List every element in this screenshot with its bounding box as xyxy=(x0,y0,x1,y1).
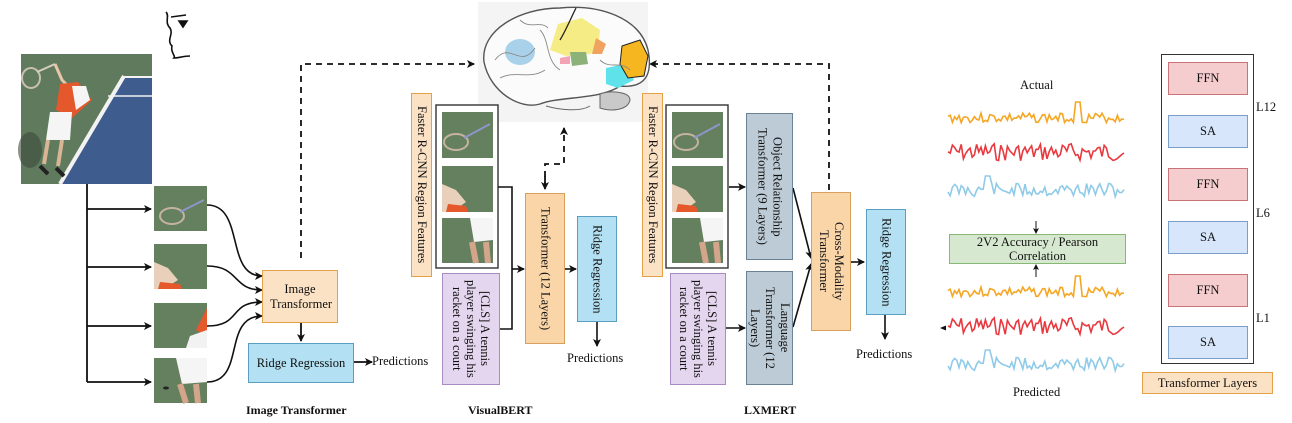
ffn-block-l12: FFN xyxy=(1168,62,1248,95)
image-transformer-predictions-label: Predictions xyxy=(372,354,429,368)
image-transformer-panel-title: Image Transformer xyxy=(246,403,347,417)
region-features-text: Faster R-CNN Region Features xyxy=(646,106,660,264)
sa-block-l12: SA xyxy=(1168,115,1248,148)
ffn-block-l1: FFN xyxy=(1168,274,1248,307)
ridge-regression-text: Ridge Regression xyxy=(590,224,605,314)
layer-label-l12: L12 xyxy=(1256,100,1277,114)
ridge-regression-text: Ridge Regression xyxy=(879,217,894,307)
transformer-layers-frame xyxy=(1161,54,1254,364)
layer-label-l6: L6 xyxy=(1256,206,1270,220)
lxmert-language-transformer-box: Language Transformer (12 Layers) xyxy=(746,271,793,385)
visualbert-predictions-label: Predictions xyxy=(567,351,624,365)
metric-box: 2V2 Accuracy / Pearson Correlation xyxy=(949,234,1126,264)
ffn-text: FFN xyxy=(1196,71,1220,85)
caption-text: [CLS] A tennis player swinging his racke… xyxy=(450,280,492,378)
signal-input-arrow-icon xyxy=(940,325,946,331)
lxmert-predictions-label: Predictions xyxy=(856,347,913,361)
image-crop-2 xyxy=(154,244,207,289)
sa-text: SA xyxy=(1200,124,1216,138)
crop-to-transformer-curves xyxy=(206,204,263,383)
lxmert-ridge-regression-box: Ridge Regression xyxy=(866,209,906,315)
observer-face-icon xyxy=(165,11,191,59)
signal-traces xyxy=(947,101,1125,374)
ffn-text: FFN xyxy=(1196,283,1220,297)
image-crop-4 xyxy=(154,358,207,404)
predicted-signal-1 xyxy=(947,275,1125,299)
predicted-signal-2 xyxy=(947,315,1125,338)
actual-signal-1 xyxy=(947,101,1125,125)
lxmert-object-transformer-box: Object Relationship Transformer (9 Layer… xyxy=(746,113,793,260)
actual-signals-label: Actual xyxy=(1020,78,1054,92)
visualbert-transformer-box: Transformer (12 Layers) xyxy=(525,193,565,344)
actual-signal-3 xyxy=(947,175,1125,200)
sa-block-l6: SA xyxy=(1168,221,1248,254)
visualbert-caption-box: [CLS] A tennis player swinging his racke… xyxy=(442,273,500,385)
language-transformer-text: Language Transformer (12 Layers) xyxy=(748,287,792,369)
image-transformer-box-label: Image Transformer xyxy=(270,281,333,311)
sa-text: SA xyxy=(1200,335,1216,349)
visualbert-region-features-label: Faster R-CNN Region Features xyxy=(411,93,432,277)
ffn-text: FFN xyxy=(1196,177,1220,191)
transformer-layers-caption: Transformer Layers xyxy=(1142,372,1273,394)
image-crop-3 xyxy=(154,303,207,348)
brain-image xyxy=(478,2,650,122)
layer-label-l1: L1 xyxy=(1256,311,1270,325)
predicted-signal-3 xyxy=(947,349,1125,374)
image-transformer-ridge-regression-box: Ridge Regression xyxy=(248,343,354,383)
ridge-regression-label: Ridge Regression xyxy=(256,355,346,370)
metric-text: 2V2 Accuracy / Pearson Correlation xyxy=(976,235,1099,263)
sa-text: SA xyxy=(1200,230,1216,244)
lxmert-connectors xyxy=(726,183,889,340)
ffn-block-l6: FFN xyxy=(1168,168,1248,201)
sa-block-l1: SA xyxy=(1168,326,1248,359)
visualbert-region-crops xyxy=(442,112,493,264)
lxmert-region-features-label: Faster R-CNN Region Features xyxy=(642,93,663,277)
object-transformer-text: Object Relationship Transformer (9 Layer… xyxy=(755,128,785,245)
predicted-signals-label: Predicted xyxy=(1013,385,1061,399)
crop-branch-lines xyxy=(86,184,152,386)
actual-signal-2 xyxy=(947,141,1125,164)
visualbert-panel-title: VisualBERT xyxy=(468,403,533,417)
transformer-text: Transformer (12 Layers) xyxy=(538,206,553,331)
lxmert-panel-title: LXMERT xyxy=(744,403,797,417)
image-crop-1 xyxy=(154,186,207,231)
caption-text: [CLS] A tennis player swinging his racke… xyxy=(677,280,719,378)
image-transformer-box: Image Transformer xyxy=(262,270,338,323)
caption-text: Transformer Layers xyxy=(1157,375,1258,390)
cross-modality-text: Cross-Modality Transformer xyxy=(817,222,846,301)
visualbert-ridge-regression-box: Ridge Regression xyxy=(577,216,617,322)
visualbert-connectors xyxy=(498,186,601,347)
lxmert-cross-modality-box: Cross-Modality Transformer xyxy=(811,192,851,331)
region-features-text: Faster R-CNN Region Features xyxy=(415,106,429,264)
stimulus-image xyxy=(18,54,152,186)
lxmert-region-crops xyxy=(672,112,723,264)
lxmert-caption-box: [CLS] A tennis player swinging his racke… xyxy=(670,273,726,385)
